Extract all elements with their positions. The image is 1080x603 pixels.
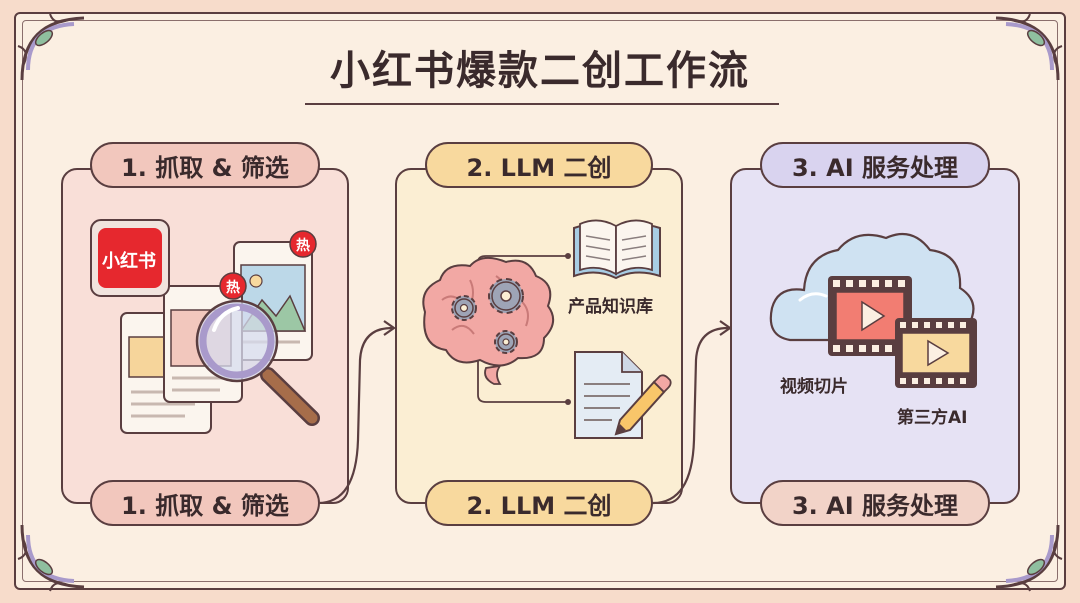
page-title: 小红书爆款二创工作流 — [330, 48, 750, 94]
corner-ornament-top-right-icon — [995, 13, 1063, 81]
step3-footer-pill: 3. AI 服务处理 — [760, 480, 990, 526]
document-pencil-icon — [574, 351, 672, 439]
corner-ornament-top-left-icon — [17, 13, 85, 81]
video-slicing-label: 视频切片 — [780, 377, 848, 397]
corner-ornament-bottom-right-icon — [995, 524, 1063, 592]
open-book-icon — [573, 219, 661, 280]
brain-gears-icon — [422, 256, 555, 385]
video-play-icon — [895, 318, 977, 388]
step3-title-pill: 3. AI 服务处理 — [760, 142, 990, 188]
arrow-right-icon — [652, 320, 732, 505]
video-play-icon — [828, 276, 912, 356]
step1-footer-pill: 1. 抓取 & 筛选 — [90, 480, 320, 526]
step2-title-pill: 2. LLM 二创 — [425, 142, 653, 188]
xiaohongshu-logo-icon — [90, 219, 170, 297]
hot-badge-text: 热 — [296, 238, 310, 254]
arrow-right-icon — [317, 320, 396, 505]
title-underline — [305, 103, 779, 105]
hot-badge-text: 热 — [226, 280, 240, 296]
knowledge-base-label: 产品知识库 — [568, 297, 653, 317]
magnifier-icon — [195, 299, 320, 426]
corner-ornament-bottom-left-icon — [17, 524, 85, 592]
xiaohongshu-logo-text: 小红书 — [102, 251, 156, 272]
hot-badge-icon — [289, 230, 317, 258]
step1-title-pill: 1. 抓取 & 筛选 — [90, 142, 320, 188]
hot-badge-icon — [219, 272, 247, 300]
third-party-ai-label: 第三方AI — [897, 408, 968, 428]
step2-footer-pill: 2. LLM 二创 — [425, 480, 653, 526]
